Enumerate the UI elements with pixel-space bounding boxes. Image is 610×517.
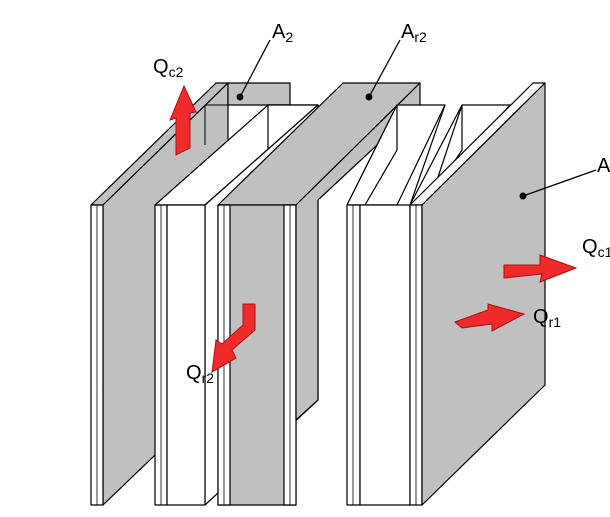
plate-4-diag bbox=[409, 104, 446, 206]
label-ar2: Ar2 bbox=[401, 21, 427, 45]
plate-6-face bbox=[421, 82, 546, 506]
leader-ar2 bbox=[368, 39, 401, 98]
plate-2-inner bbox=[166, 204, 206, 506]
plate-3-gray bbox=[217, 82, 421, 506]
label-a1: A1 bbox=[597, 155, 610, 179]
plate-4-front bbox=[346, 204, 361, 506]
plate-6-gray bbox=[409, 82, 546, 506]
plate-4-white bbox=[346, 104, 446, 506]
dot-a1 bbox=[519, 192, 527, 200]
label-qr2: Qr2 bbox=[186, 362, 214, 386]
arrows bbox=[169, 84, 578, 373]
label-a2: A2 bbox=[272, 21, 293, 45]
label-qc2: Qc2 bbox=[153, 56, 184, 80]
label-qr1: Qr1 bbox=[533, 306, 561, 330]
arrow-qr1-icon bbox=[454, 303, 526, 332]
wall-a2 bbox=[227, 82, 291, 106]
plate-4-inner bbox=[359, 204, 411, 506]
leader-a1 bbox=[522, 169, 597, 197]
dot-ar2 bbox=[365, 93, 373, 101]
label-qc1: Qc1 bbox=[582, 236, 610, 260]
leader-a2 bbox=[239, 39, 271, 98]
arrow-qc2-icon bbox=[169, 84, 197, 156]
arrow-qr2-icon bbox=[211, 303, 256, 373]
arrow-qc1-icon bbox=[503, 254, 578, 283]
leaders bbox=[236, 39, 597, 200]
dot-a2 bbox=[236, 93, 244, 101]
plate-3-side bbox=[295, 82, 421, 421]
